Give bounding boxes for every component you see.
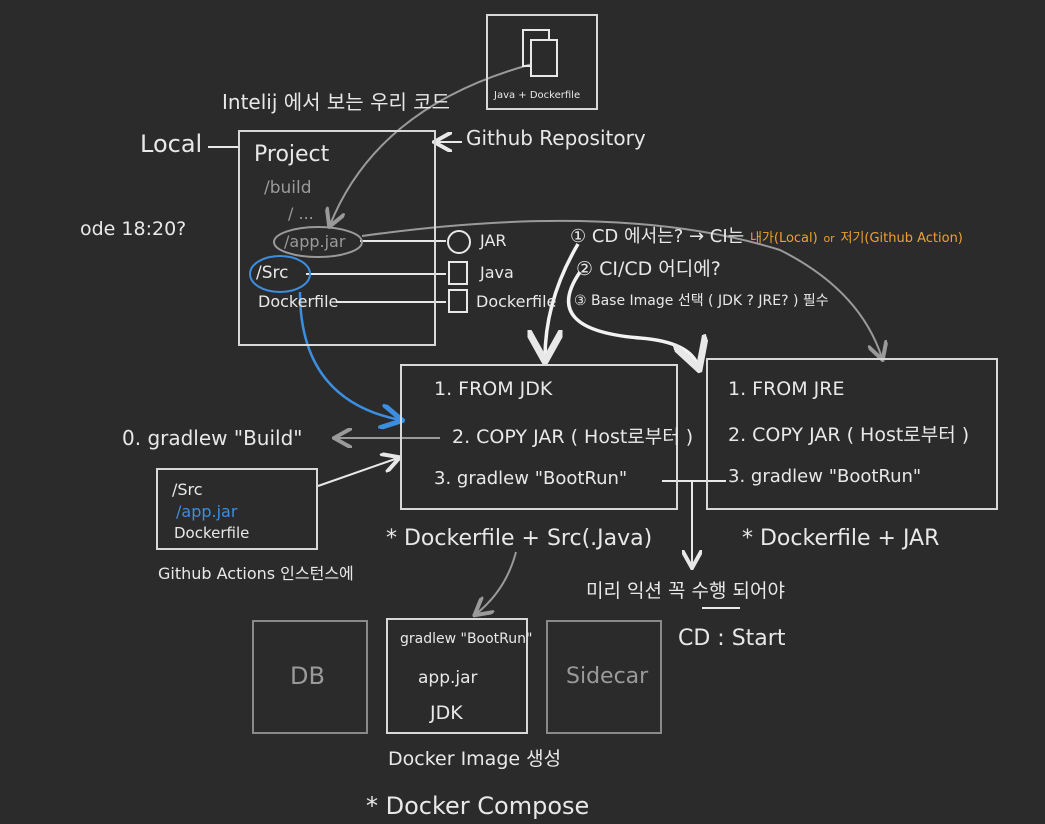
- image-gradlew: gradlew "BootRun": [400, 631, 533, 647]
- jre-dockerfile-box: [706, 358, 998, 510]
- jre-step-2: 2. COPY JAR ( Host로부터 ): [728, 424, 970, 446]
- sidecar-label: Sidecar: [566, 664, 649, 689]
- jre-box-caption: * Dockerfile + JAR: [742, 526, 940, 551]
- before-note: 미리 익션 꼭 수행 되어야: [586, 580, 785, 602]
- jdk-step-3: 3. gradlew "BootRun": [434, 468, 628, 489]
- db-container-box: [252, 620, 368, 734]
- note-1-or: or: [823, 232, 835, 245]
- src-folder: /Src: [256, 263, 289, 283]
- gradlew-build-label: 0. gradlew "Build": [122, 426, 303, 450]
- note-3: ③ Base Image 선택 ( JDK ? JRE? ) 필수: [574, 293, 829, 309]
- note-1-local: 내가(Local): [749, 231, 818, 246]
- note-2: ② CI/CD 어디에?: [576, 258, 721, 280]
- docker-image-caption: Docker Image 생성: [388, 748, 562, 770]
- app-jar-file: /app.jar: [284, 232, 346, 251]
- jar-circle-icon: [447, 230, 471, 254]
- legend-jar: JAR: [480, 231, 507, 250]
- jdk-step-1: 1. FROM JDK: [434, 378, 553, 400]
- note-1-action: 저기(Github Action): [840, 231, 963, 246]
- image-app-jar: app.jar: [418, 668, 478, 688]
- jdk-step-2: 2. COPY JAR ( Host로부터 ): [452, 426, 694, 448]
- local-label: Local: [140, 130, 203, 158]
- image-jdk: JDK: [430, 702, 463, 724]
- github-repository-label: Github Repository: [466, 126, 646, 150]
- jdk-box-caption: * Dockerfile + Src(.Java): [386, 526, 653, 551]
- jre-step-1: 1. FROM JRE: [728, 378, 845, 400]
- note-1: ① CD 에서는? → CI는 내가(Local) or 저기(Github A…: [570, 228, 963, 246]
- left-partial-text: ode 18:20?: [80, 218, 187, 240]
- db-label: DB: [290, 662, 325, 690]
- github-actions-caption: Github Actions 인스턴스에: [158, 564, 354, 583]
- project-box: [238, 130, 436, 346]
- project-title: Project: [254, 142, 330, 167]
- legend-java: Java: [480, 263, 514, 282]
- build-folder: /build: [264, 178, 312, 198]
- gh-app-jar: /app.jar: [176, 502, 238, 521]
- source-files-box: [486, 14, 598, 110]
- legend-dockerfile: Dockerfile: [476, 292, 557, 311]
- note-1-prefix: ① CD 에서는? → CI는: [570, 226, 745, 247]
- gh-src: /Src: [172, 480, 203, 499]
- jdk-to-image-arrow: [476, 551, 517, 614]
- jre-step-3: 3. gradlew "BootRun": [728, 466, 922, 487]
- gh-to-jdk-arrow: [317, 458, 398, 487]
- java-file-icon: [448, 261, 468, 285]
- gh-dockerfile: Dockerfile: [174, 524, 250, 542]
- cd-start-label: CD : Start: [678, 626, 786, 651]
- file-icon-label: Java + Dockerfile: [494, 90, 581, 101]
- build-subfolder: / ...: [288, 204, 314, 223]
- docker-image-box: [386, 618, 528, 734]
- docker-compose-label: * Docker Compose: [366, 792, 590, 820]
- github-actions-box: [156, 468, 318, 550]
- dockerfile-file: Dockerfile: [258, 292, 339, 311]
- intellij-title: Intelij 에서 보는 우리 코드: [222, 90, 451, 114]
- dockerfile-file-icon: [448, 289, 468, 313]
- jdk-dockerfile-box: [400, 364, 678, 510]
- sidecar-container-box: [546, 620, 662, 734]
- note-to-jre-arrow: [567, 271, 698, 366]
